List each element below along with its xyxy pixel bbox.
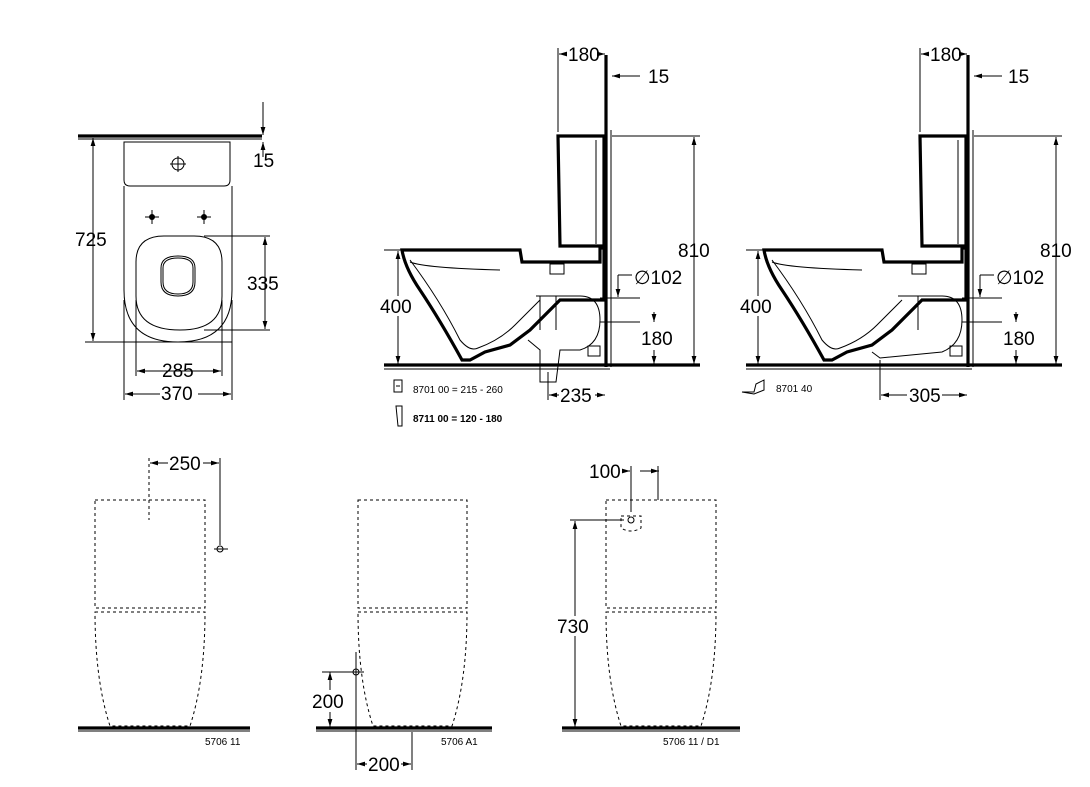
dim-285: 285 bbox=[162, 361, 194, 382]
side2-dim-810: 810 bbox=[1040, 241, 1072, 262]
front-view-3: 100 730 5706 11 / D1 bbox=[556, 462, 740, 748]
side-view-2: 180 15 810 400 ∅102 180 305 8701 40 bbox=[739, 45, 1072, 407]
dim-370: 370 bbox=[161, 384, 193, 405]
front3-dim-730: 730 bbox=[557, 617, 589, 638]
side1-dim-180-top: 180 bbox=[568, 45, 600, 66]
front3-dim-100: 100 bbox=[589, 462, 621, 483]
side1-dim-diameter: ∅102 bbox=[634, 268, 682, 289]
front2-dim-200-horizontal: 200 bbox=[368, 755, 400, 776]
front1-dim-250: 250 bbox=[169, 454, 201, 475]
side-view-1: 180 15 810 400 ∅102 180 235 8701 00 = 21… bbox=[379, 45, 710, 427]
front3-code: 5706 11 / D1 bbox=[663, 737, 720, 748]
front2-code: 5706 A1 bbox=[441, 737, 478, 748]
side1-dim-400: 400 bbox=[380, 297, 412, 318]
side1-dim-180-right: 180 bbox=[641, 329, 673, 350]
pipe-fitting-icon bbox=[741, 379, 765, 395]
side2-dim-15: 15 bbox=[1008, 67, 1029, 88]
side2-dim-400: 400 bbox=[740, 297, 772, 318]
side2-dim-305: 305 bbox=[909, 386, 941, 407]
side1-dim-810: 810 bbox=[678, 241, 710, 262]
dim-15: 15 bbox=[253, 151, 274, 172]
dim-725: 725 bbox=[75, 230, 107, 251]
side2-dim-180-right: 180 bbox=[1003, 329, 1035, 350]
front1-code: 5706 11 bbox=[205, 737, 241, 748]
front-view-2: 200 200 5706 A1 bbox=[312, 499, 492, 776]
plan-view: 725 15 335 285 370 bbox=[75, 102, 279, 405]
pipe-fitting-icon bbox=[393, 379, 403, 393]
side2-note: 8701 40 bbox=[776, 384, 813, 395]
side1-note-2: 8711 00 = 120 - 180 bbox=[413, 414, 503, 425]
side1-dim-235: 235 bbox=[560, 386, 592, 407]
side1-note-1: 8701 00 = 215 - 260 bbox=[413, 385, 503, 396]
side2-dim-180-top: 180 bbox=[930, 45, 962, 66]
dim-335: 335 bbox=[247, 274, 279, 295]
side1-dim-15: 15 bbox=[648, 67, 669, 88]
front2-dim-200-vertical: 200 bbox=[312, 692, 344, 713]
side2-dim-diameter: ∅102 bbox=[996, 268, 1044, 289]
front-view-1: 250 5706 11 bbox=[78, 454, 250, 748]
pipe-fitting-straight-icon bbox=[395, 405, 403, 427]
